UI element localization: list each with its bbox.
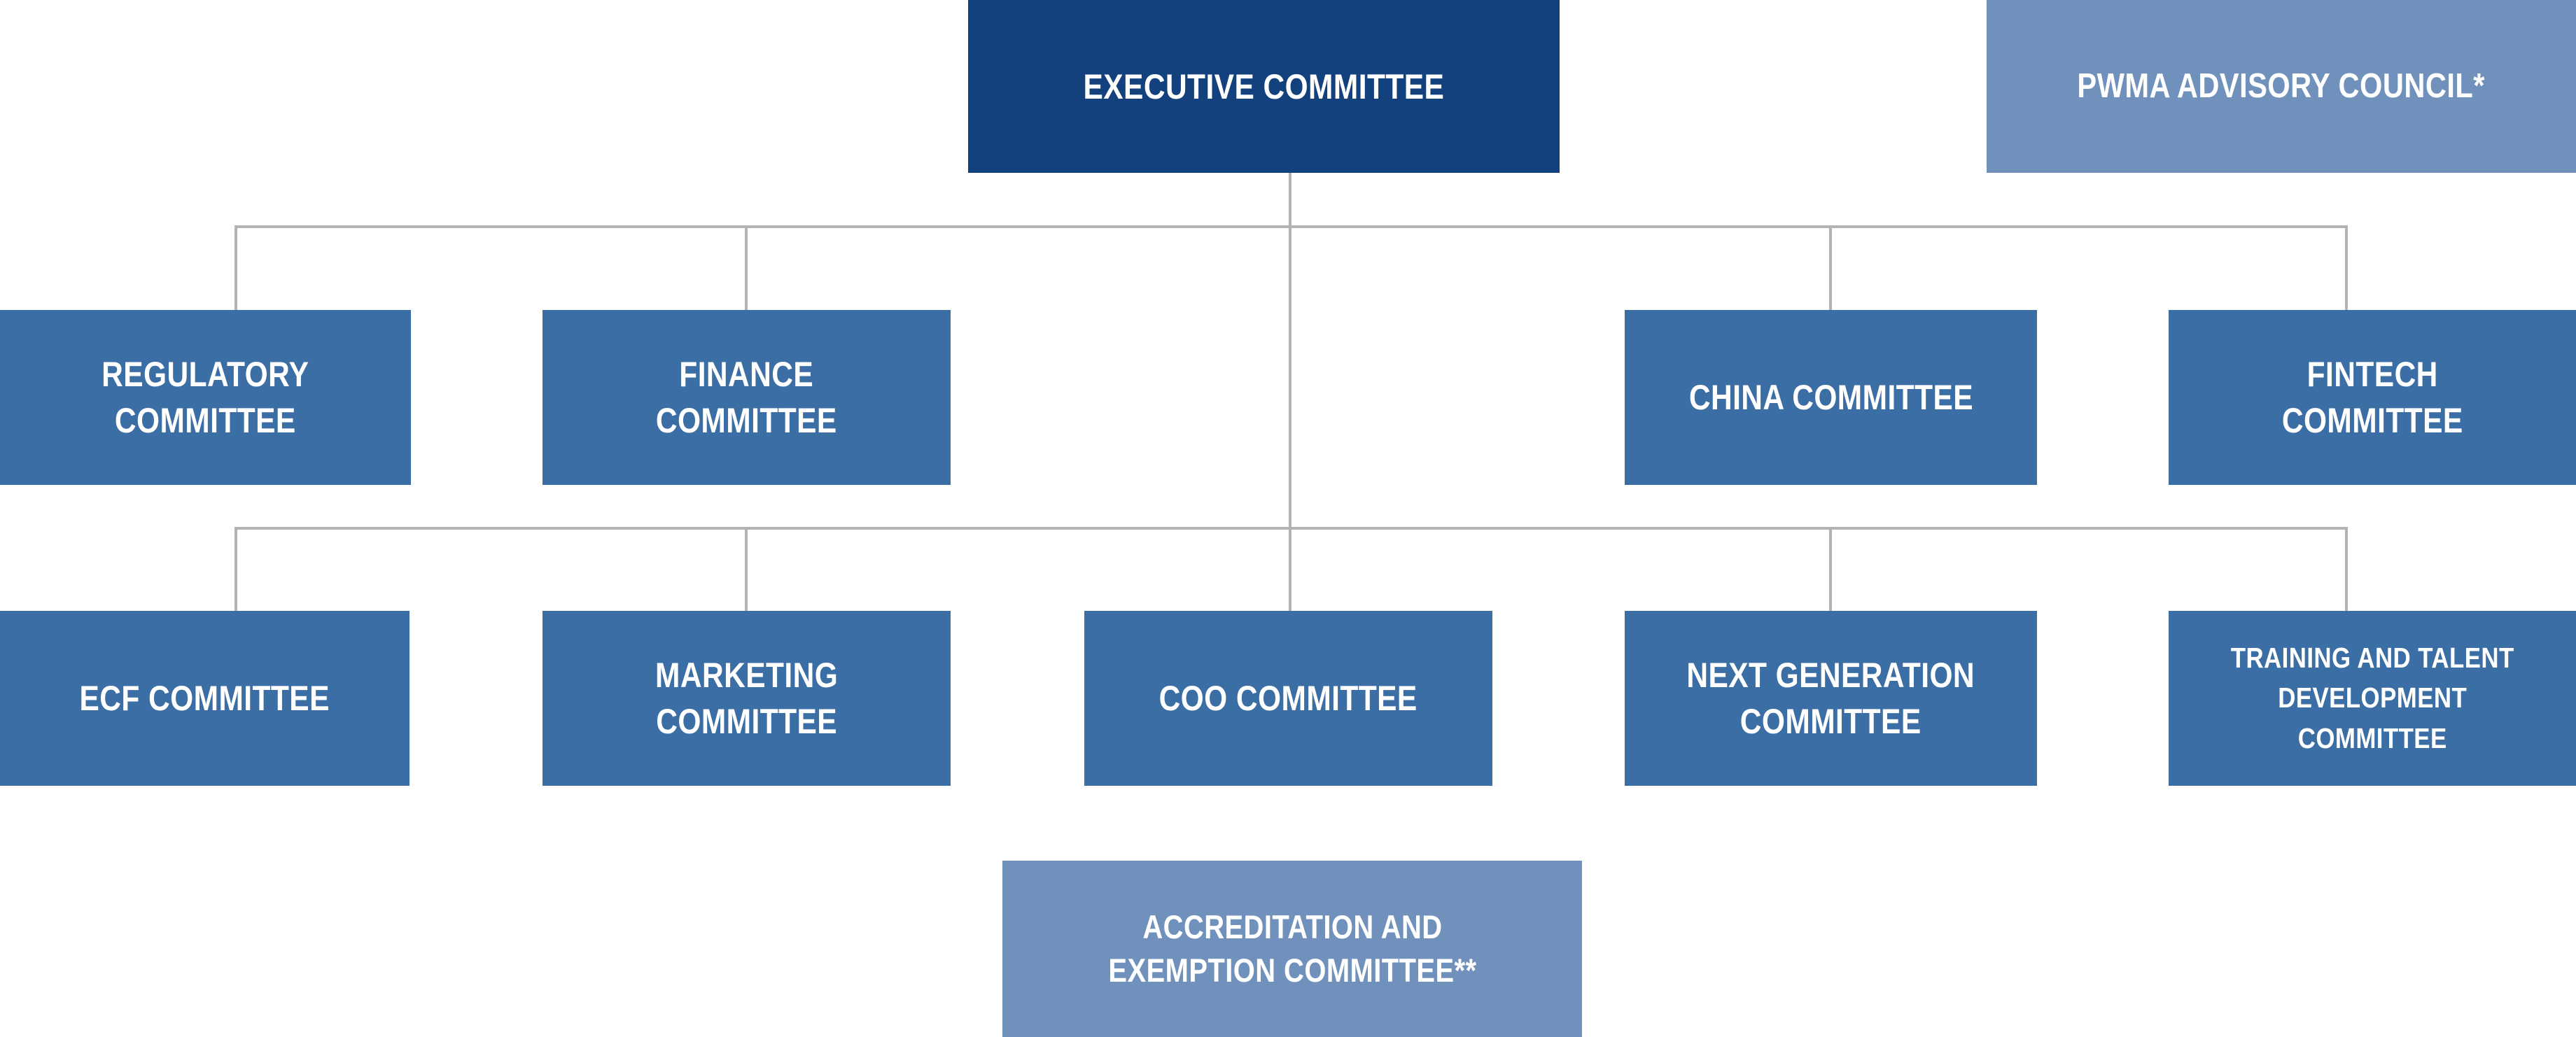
node-accreditation-exemption-committee: ACCREDITATION AND EXEMPTION COMMITTEE** <box>1002 861 1582 1037</box>
node-finance-committee: FINANCE COMMITTEE <box>542 310 951 485</box>
node-coo-committee: COO COMMITTEE <box>1084 611 1492 786</box>
node-china-committee: CHINA COMMITTEE <box>1625 310 2037 485</box>
node-executive-committee: EXECUTIVE COMMITTEE <box>968 0 1560 173</box>
training-talent-development-committee-label: TRAINING AND TALENT DEVELOPMENT COMMITTE… <box>2230 641 2514 754</box>
executive-committee-label: EXECUTIVE COMMITTEE <box>1083 66 1445 106</box>
regulatory-committee-label: REGULATORY COMMITTEE <box>102 355 309 440</box>
connector-executive-stem <box>1289 173 1292 611</box>
connector-tier2-rail <box>234 527 2348 530</box>
china-committee-label: CHINA COMMITTEE <box>1688 378 1973 417</box>
connector-drop-next-generation <box>1829 527 1832 611</box>
connector-drop-china <box>1829 225 1832 310</box>
connector-drop-fintech <box>2345 225 2348 310</box>
connector-drop-ecf <box>234 527 237 611</box>
node-next-generation-committee: NEXT GENERATION COMMITTEE <box>1625 611 2037 786</box>
node-training-talent-development-committee: TRAINING AND TALENT DEVELOPMENT COMMITTE… <box>2169 611 2576 786</box>
fintech-committee-label: FINTECH COMMITTEE <box>2281 355 2463 440</box>
ecf-committee-label: ECF COMMITTEE <box>79 679 330 718</box>
coo-committee-label: COO COMMITTEE <box>1158 679 1418 718</box>
connector-drop-training <box>2345 527 2348 611</box>
node-pwma-advisory-council: PWMA ADVISORY COUNCIL* <box>1987 0 2576 173</box>
marketing-committee-label: MARKETING COMMITTEE <box>654 656 839 741</box>
finance-committee-label: FINANCE COMMITTEE <box>656 355 837 440</box>
connector-drop-regulatory <box>234 225 237 310</box>
connector-tier1-rail <box>234 225 2348 228</box>
pwma-advisory-council-label: PWMA ADVISORY COUNCIL* <box>2077 67 2486 106</box>
next-generation-committee-label: NEXT GENERATION COMMITTEE <box>1686 656 1975 741</box>
accreditation-exemption-committee-label: ACCREDITATION AND EXEMPTION COMMITTEE** <box>1107 908 1477 989</box>
node-marketing-committee: MARKETING COMMITTEE <box>542 611 951 786</box>
node-ecf-committee: ECF COMMITTEE <box>0 611 410 786</box>
connector-drop-finance <box>745 225 748 310</box>
node-regulatory-committee: REGULATORY COMMITTEE <box>0 310 411 485</box>
node-fintech-committee: FINTECH COMMITTEE <box>2169 310 2576 485</box>
connector-drop-marketing <box>745 527 748 611</box>
